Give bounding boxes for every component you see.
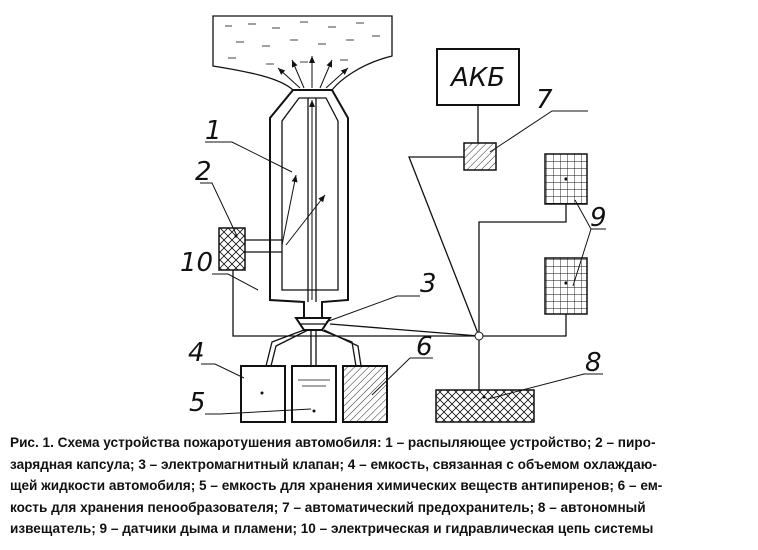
callout-9: 9 [590, 203, 607, 233]
leader-lines [200, 110, 606, 415]
foam-container [342, 365, 388, 423]
caption-line: Рис. 1. Схема устройства пожаротушения а… [10, 435, 656, 450]
coolant-container [240, 365, 286, 423]
caption-line: щей жидкости автомобиля; 5 – емкость для… [10, 478, 663, 493]
callout-6: 6 [416, 332, 433, 362]
figure-caption: Рис. 1. Схема устройства пожаротушения а… [10, 432, 748, 540]
callout-7: 7 [536, 85, 553, 115]
spray-target-area [212, 15, 393, 91]
caption-line: зарядная капсула; 3 – электромагнитный к… [10, 456, 657, 472]
fire-suppression-scheme: АКБ 1 2 3 4 5 6 7 8 9 10 [180, 15, 607, 423]
solenoid-valve [294, 317, 332, 331]
battery-label: АКБ [449, 63, 505, 93]
battery-akb: АКБ [436, 48, 520, 143]
caption-line: извещатель; 9 – датчики дыма и пламени; … [10, 521, 654, 536]
spray-device [269, 89, 349, 319]
callout-3: 3 [420, 269, 437, 299]
callout-10: 10 [180, 248, 213, 278]
electrical-circuit [232, 156, 567, 390]
auto-fuse [463, 142, 497, 171]
caption-line: кость для хранения пенообразователя; 7 –… [10, 499, 646, 515]
pyro-capsule [218, 227, 282, 271]
sensor-lower [544, 257, 588, 315]
callout-5: 5 [189, 388, 206, 418]
callout-1: 1 [205, 116, 222, 146]
callout-8: 8 [585, 348, 602, 378]
flame-retardant-container [291, 365, 337, 423]
autonomous-detector [435, 389, 535, 423]
callout-4: 4 [188, 338, 205, 368]
callout-2: 2 [195, 157, 212, 187]
